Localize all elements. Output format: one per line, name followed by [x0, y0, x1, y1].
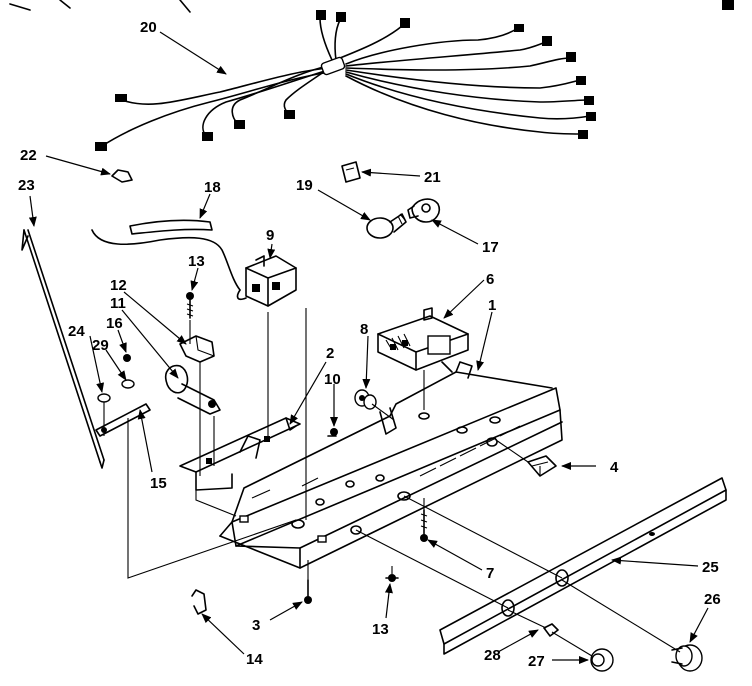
label-3: 3	[252, 617, 260, 634]
light-switch	[527, 455, 557, 477]
capillary-tube	[91, 219, 241, 291]
label-12: 12	[110, 277, 127, 294]
mounting-plate	[179, 417, 301, 491]
leader-lines	[28, 31, 709, 664]
label-22: 22	[20, 147, 37, 164]
label-11: 11	[110, 295, 126, 312]
label-15: 15	[150, 475, 167, 492]
indicator-lens	[354, 389, 377, 410]
control-knob	[671, 644, 703, 672]
mounting-bracket	[179, 335, 215, 363]
label-25: 25	[702, 559, 719, 576]
control-board	[377, 307, 469, 371]
label-27: 27	[528, 653, 545, 670]
bracket-clip	[191, 589, 207, 615]
light-bulb	[366, 213, 407, 239]
damper-lever	[164, 364, 221, 415]
label-2: 2	[326, 345, 334, 362]
label-20: 20	[140, 19, 157, 36]
control-rod	[21, 229, 105, 469]
washer-stack	[97, 354, 135, 403]
thermostat-control	[236, 255, 297, 307]
label-18: 18	[204, 179, 221, 196]
label-16: 16	[106, 315, 123, 332]
label-23: 23	[18, 177, 35, 194]
label-1: 1	[488, 297, 496, 314]
label-29: 29	[92, 337, 109, 354]
label-4: 4	[610, 459, 619, 476]
light-socket	[407, 198, 441, 223]
screw-7	[420, 509, 428, 542]
control-housing	[219, 361, 563, 569]
label-10: 10	[324, 371, 341, 388]
label-13-upper: 13	[188, 253, 205, 270]
label-14: 14	[246, 651, 263, 668]
callout-labels: 20 22 23 18 21 19 17 9 13 12 11 16 24 29…	[18, 19, 721, 670]
label-9: 9	[266, 227, 274, 244]
label-8: 8	[360, 321, 368, 338]
label-6: 6	[486, 271, 494, 288]
assembly-lines	[103, 308, 681, 657]
knob-27	[590, 648, 614, 672]
label-28: 28	[484, 647, 501, 664]
label-19: 19	[296, 177, 313, 194]
label-17: 17	[482, 239, 499, 256]
screw-3	[304, 579, 312, 604]
screw-lower	[385, 574, 399, 582]
label-24: 24	[68, 323, 85, 340]
wire-clip	[111, 169, 133, 183]
screw-10	[327, 428, 338, 437]
wire-harness	[9, 0, 734, 151]
control-panel	[439, 477, 727, 655]
label-7: 7	[486, 565, 494, 582]
label-13-lower: 13	[372, 621, 389, 638]
nut-28	[543, 623, 559, 637]
screw-upper	[186, 292, 194, 319]
label-21: 21	[424, 169, 441, 186]
bulb-clip	[341, 161, 361, 183]
label-26: 26	[704, 591, 721, 608]
